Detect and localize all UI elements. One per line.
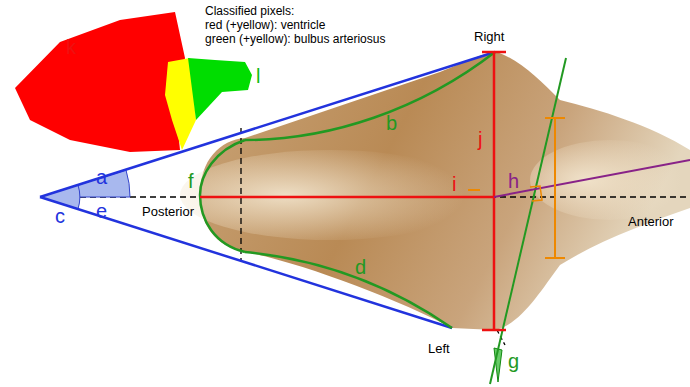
legend-heading: Classified pixels: — [205, 5, 294, 18]
angle-letter: g — [508, 350, 519, 372]
curve-d — [245, 252, 452, 328]
curve-letter: b — [386, 112, 397, 134]
dashed-line — [240, 128, 241, 262]
curve-letter: f — [188, 170, 194, 192]
angle-line — [494, 160, 690, 197]
tangent-line — [40, 52, 495, 197]
curve-b — [245, 52, 495, 140]
cap — [545, 257, 565, 259]
length-i — [200, 196, 494, 199]
angle-letter: h — [508, 170, 519, 192]
ventricle-pixels — [15, 12, 185, 152]
region-letter: k — [66, 36, 76, 58]
curve-letter: d — [355, 256, 366, 278]
measure-letter: i — [452, 173, 456, 195]
midline — [40, 196, 690, 197]
tangent-line — [40, 197, 452, 328]
legend-line: green (+yellow): bulbus arteriosus — [205, 33, 385, 46]
angle-letter: a — [96, 166, 107, 188]
side-label: Left — [428, 342, 450, 356]
tick — [530, 186, 542, 201]
measure-letter: j — [478, 128, 482, 150]
width-j — [493, 52, 496, 330]
tick — [468, 189, 480, 191]
axis-line — [490, 58, 566, 384]
cap — [482, 51, 506, 54]
legend-line: red (+yellow): ventricle — [205, 19, 325, 32]
direction-label: Anterior — [628, 215, 674, 229]
region-letter: l — [256, 65, 260, 87]
bulbus-pixels — [188, 58, 252, 120]
angle-letter: c — [55, 205, 65, 227]
cap — [482, 329, 506, 332]
highlight — [180, 150, 480, 240]
angle-letter: e — [96, 200, 107, 222]
side-label: Right — [474, 30, 504, 44]
cap — [545, 117, 565, 119]
direction-label: Posterior — [142, 205, 194, 219]
width-bracket — [554, 118, 556, 258]
